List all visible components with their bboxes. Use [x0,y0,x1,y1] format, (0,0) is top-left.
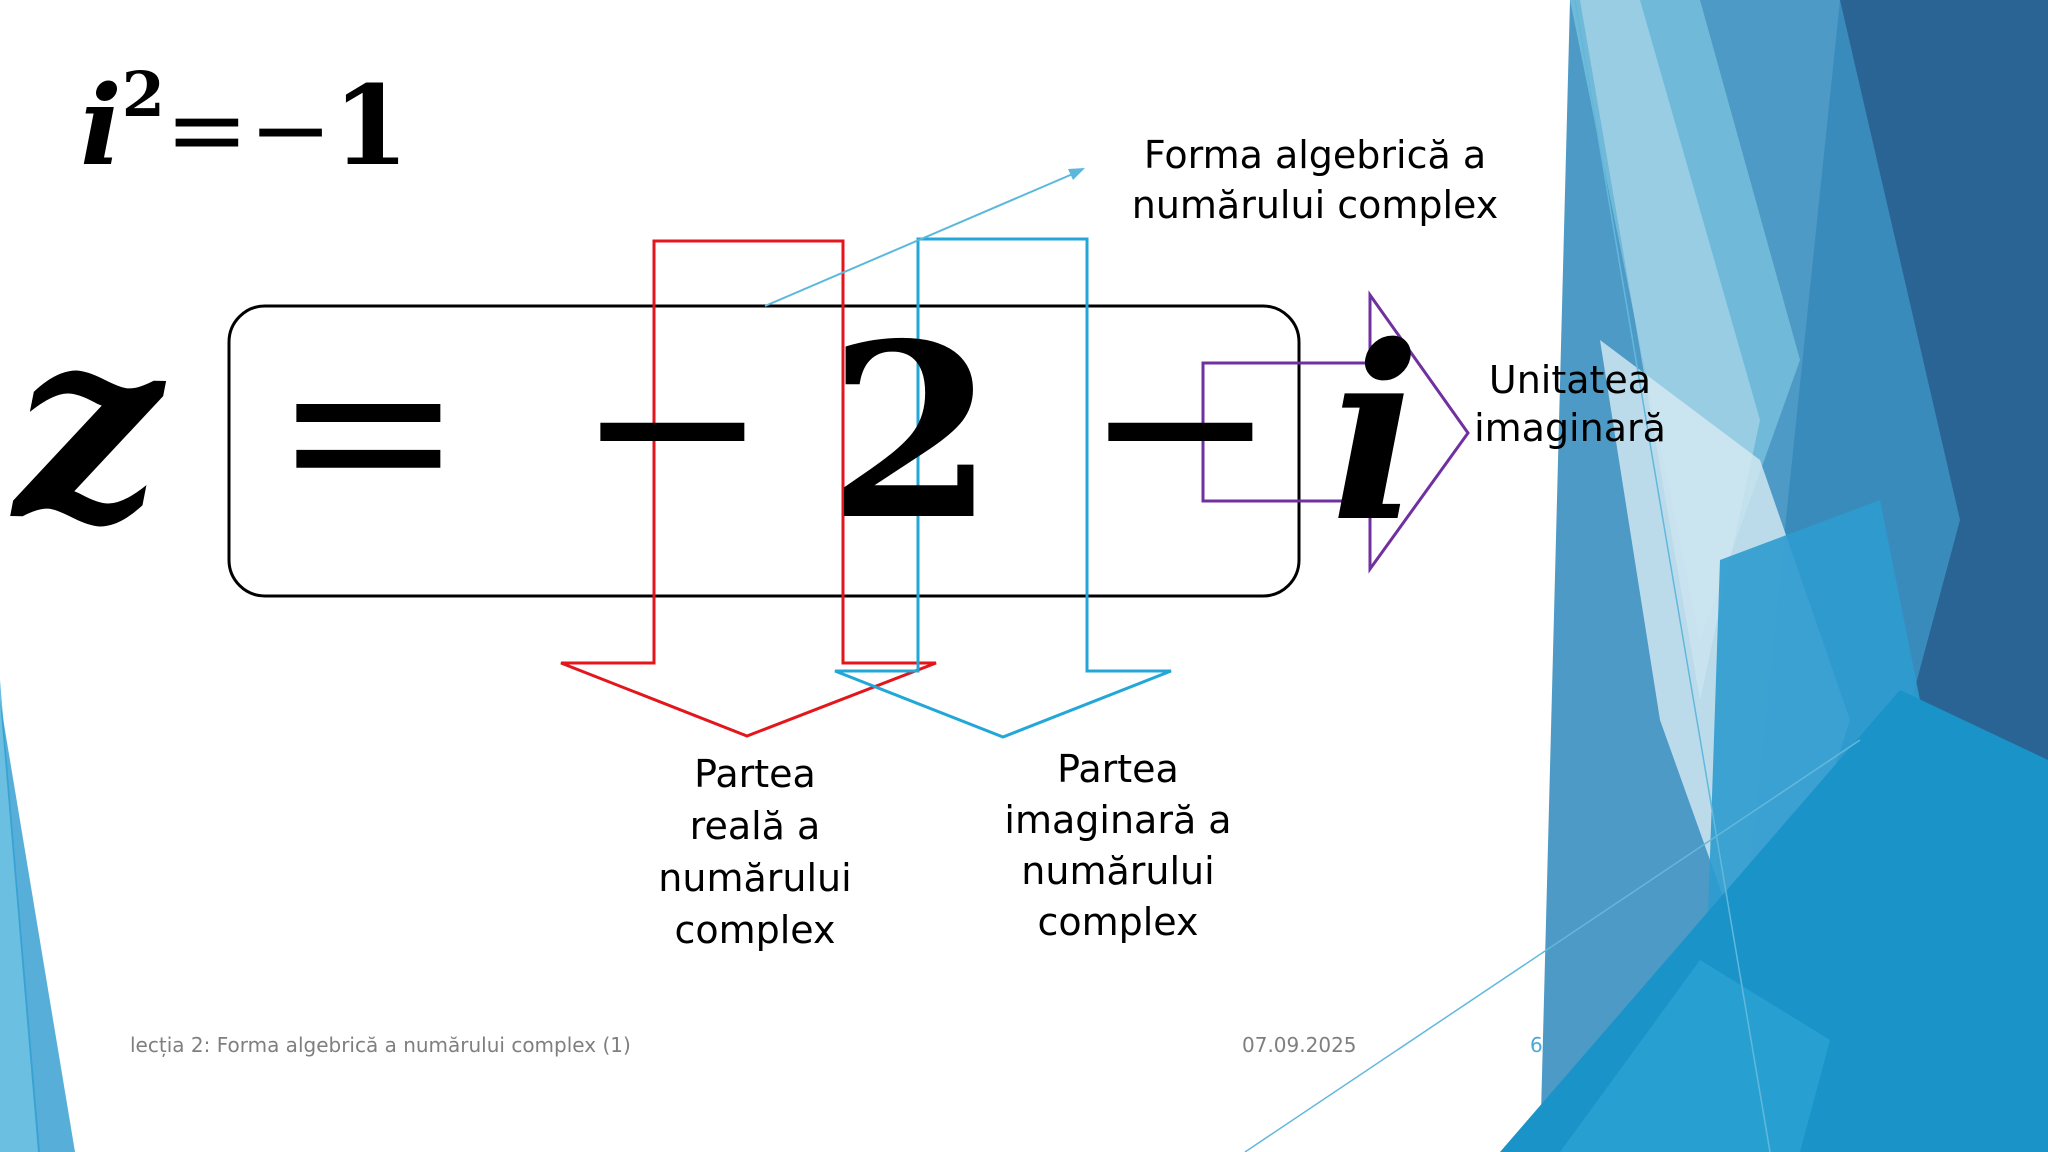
formula-one: 1 [332,61,410,190]
footer-date: 07.09.2025 [1242,1033,1357,1057]
imaginary-unit-arrow [1201,290,1470,574]
main-formula-two: 2 [828,291,995,573]
main-formula-equals: = [272,296,465,563]
formula-i: i [80,61,122,190]
formula-exponent: 2 [121,58,165,131]
algebraic-form-pointer [764,169,1083,307]
footer-title: lecția 2: Forma algebrică a numărului co… [130,1033,631,1057]
algebraic-form-pointer-head [1068,168,1085,180]
imaginary-part-arrow [834,237,1172,739]
page-number: 6 [1530,1033,1543,1057]
real-part-arrow [560,239,937,738]
formula-equals: = [164,71,249,188]
formula-box [227,304,1301,598]
label-real-part: Partea reală a numărului complex [658,752,852,952]
main-formula-minus-2: − [1084,292,1277,559]
main-formula-i: i [1330,293,1422,575]
main-formula-minus-1: − [576,292,769,559]
formula-i-squared: i2=−1 [80,58,409,190]
label-imaginary-part: Partea imaginară a numărului complex [1004,747,1232,944]
label-algebraic-form: Forma algebrică a numărului complex [1131,133,1499,227]
main-formula-z: z [14,273,162,578]
formula-minus: − [248,71,333,188]
label-imaginary-unit: Unitatea imaginară [1474,358,1666,450]
